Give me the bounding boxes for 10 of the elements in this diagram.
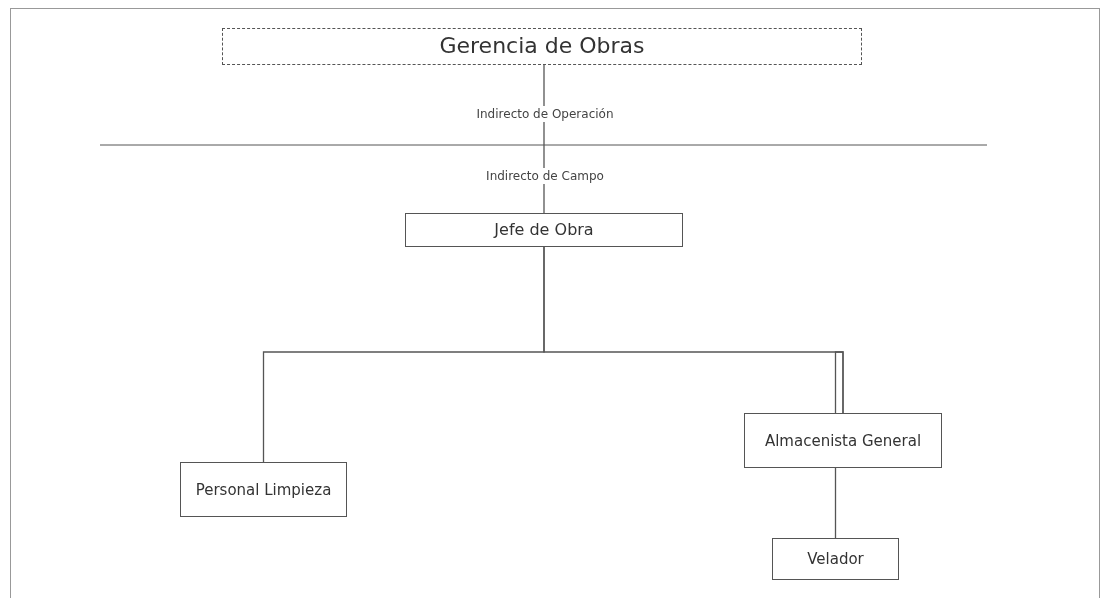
- box-label: Almacenista General: [764, 431, 922, 450]
- org-box: [222, 28, 862, 65]
- org-box: [180, 462, 347, 517]
- box-label: Jefe de Obra: [494, 220, 594, 240]
- org-box: [772, 538, 899, 580]
- org-box: [405, 213, 683, 247]
- box-label: Velador: [807, 550, 864, 568]
- box-label: Gerencia de Obras: [439, 33, 645, 60]
- org-box: [744, 413, 942, 468]
- box-label: Personal Limpieza: [195, 480, 332, 499]
